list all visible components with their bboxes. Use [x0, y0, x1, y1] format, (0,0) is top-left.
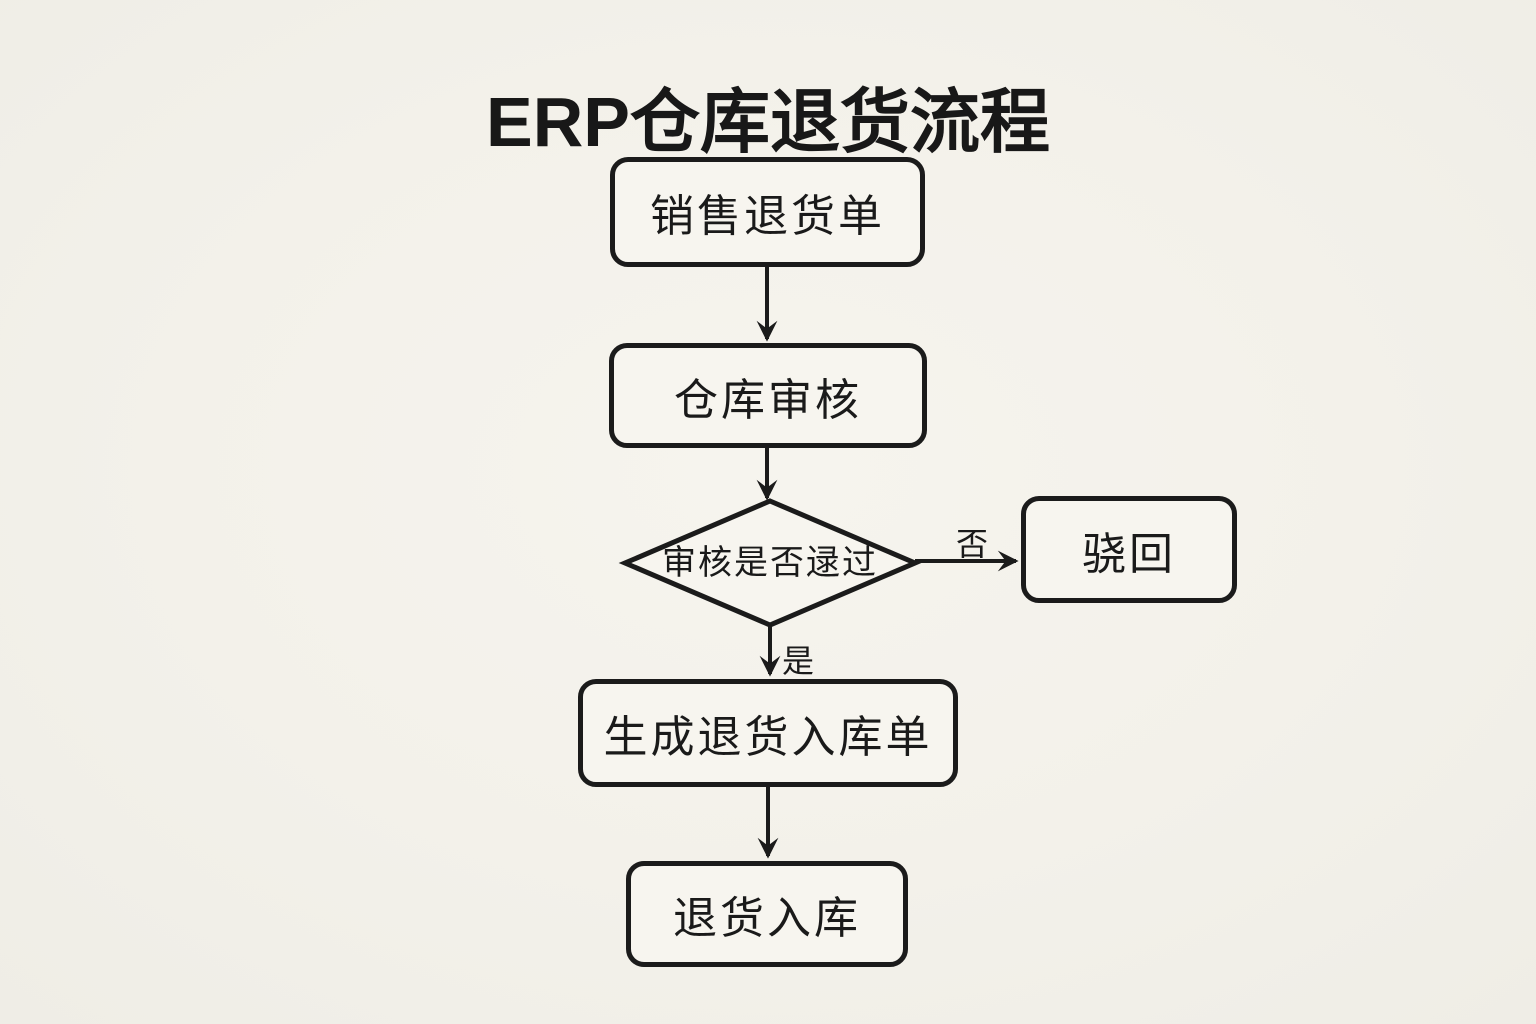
node-generate-return-inbound-order: 生成退货入库单 [578, 679, 958, 787]
node-sales-return-order-label: 销售退货单 [650, 192, 885, 241]
node-return-inbound: 退货入库 [626, 861, 908, 967]
node-warehouse-review-label: 仓库审核 [674, 375, 862, 425]
node-return-inbound-label: 退货入库 [673, 894, 861, 943]
node-reject-label: 骁回 [1082, 529, 1176, 579]
node-sales-return-order: 销售退货单 [610, 157, 925, 267]
page-title: ERP仓库退货流程 [486, 82, 1050, 161]
node-reject: 骁回 [1021, 496, 1237, 603]
node-decision-label: 审核是否逯过 [662, 544, 878, 582]
node-generate-return-inbound-order-label: 生成退货入库单 [603, 713, 933, 762]
edge-label-yes: 是 [781, 643, 814, 679]
edge-label-no: 否 [955, 526, 988, 562]
node-warehouse-review: 仓库审核 [609, 343, 927, 448]
